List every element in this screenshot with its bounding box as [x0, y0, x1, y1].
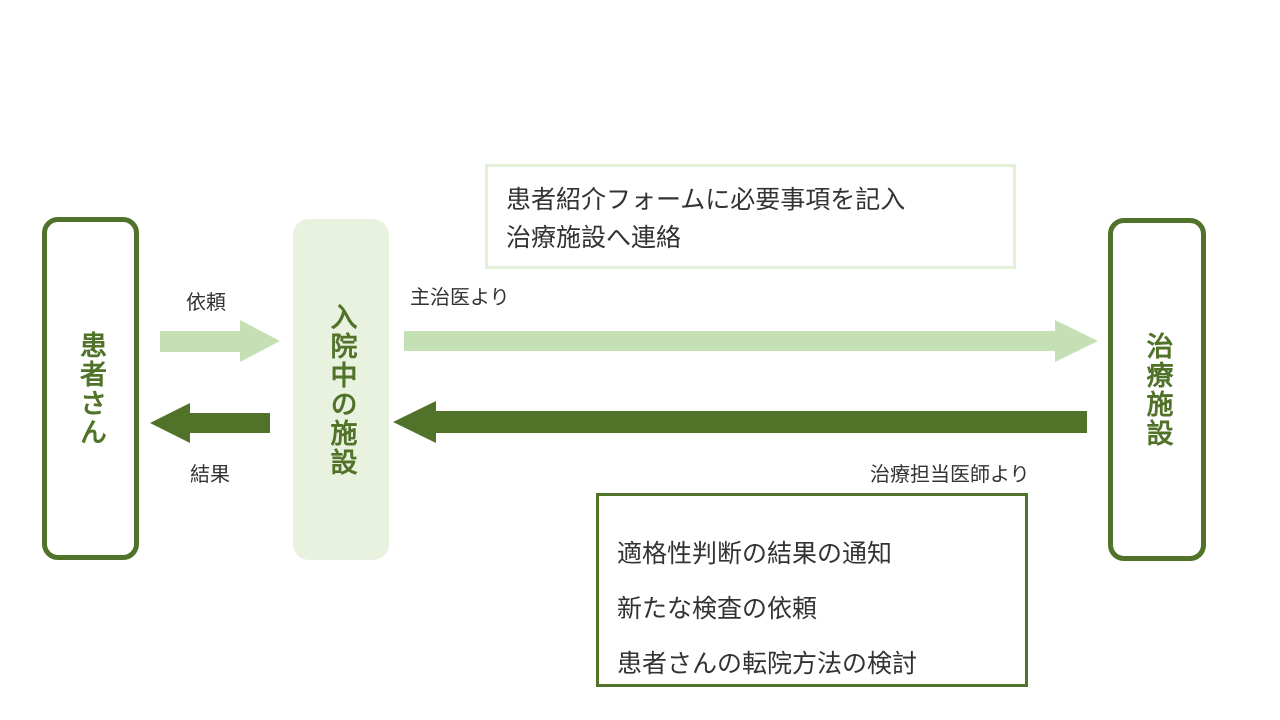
arrow-request — [160, 320, 280, 362]
from-attending-label: 主治医より — [410, 285, 510, 309]
note-line: 治療施設へ連絡 — [506, 223, 682, 252]
note-line: 患者紹介フォームに必要事項を記入 — [506, 185, 906, 214]
note-line: 新たな検査の依頼 — [617, 594, 818, 623]
request-label: 依頼 — [186, 290, 226, 314]
patient-node: 患者さん — [42, 217, 139, 560]
referral-form-note: 患者紹介フォームに必要事項を記入 治療施設へ連絡 — [485, 164, 1016, 269]
from-treating-doctor-label: 治療担当医師より — [870, 462, 1030, 486]
result-label: 結果 — [190, 462, 230, 486]
note-line: 適格性判断の結果の通知 — [617, 539, 893, 568]
treatment-facility-label: 治療施設 — [1141, 331, 1173, 448]
response-note: 適格性判断の結果の通知 新たな検査の依頼 患者さんの転院方法の検討 — [596, 493, 1028, 687]
note-line: 患者さんの転院方法の検討 — [617, 649, 918, 678]
current-hospital-node: 入院中の施設 — [293, 219, 389, 560]
arrow-result — [150, 403, 270, 443]
arrow-from-treatment-facility — [393, 401, 1087, 443]
current-hospital-label: 入院中の施設 — [325, 302, 357, 477]
treatment-facility-node: 治療施設 — [1108, 218, 1206, 561]
arrow-to-treatment-facility — [404, 320, 1098, 362]
patient-label: 患者さん — [75, 330, 106, 447]
